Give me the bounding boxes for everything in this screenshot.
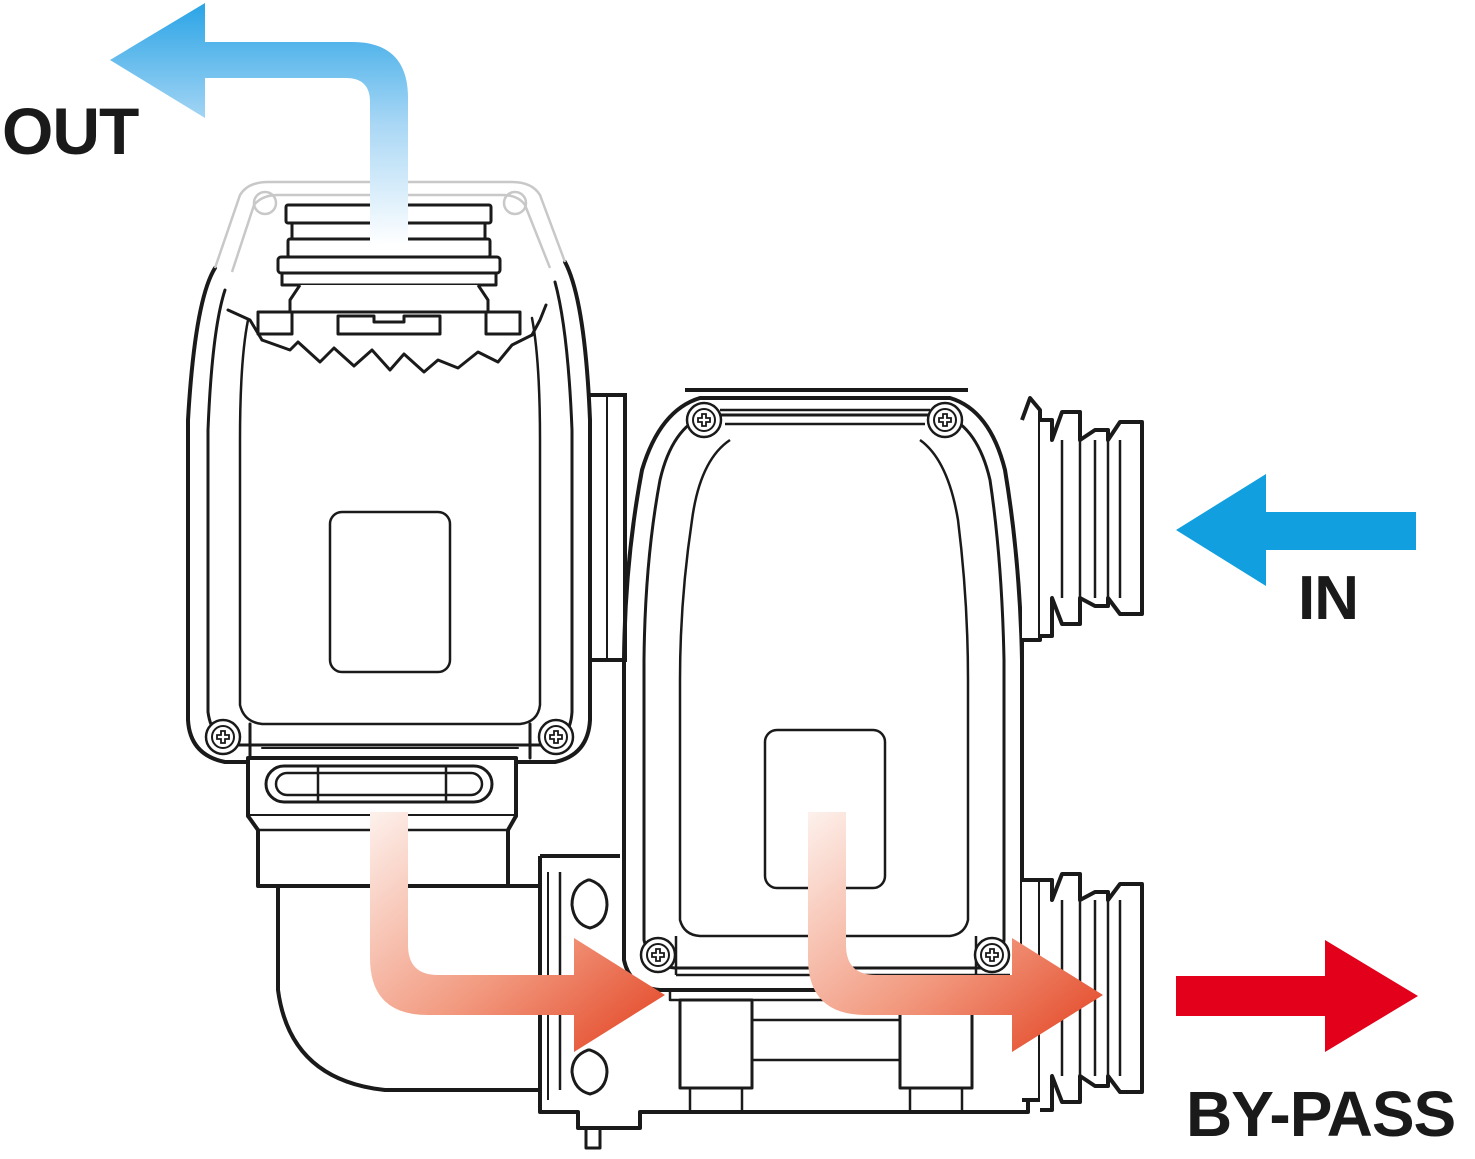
bypass-label: BY-PASS [1186,1078,1456,1150]
screw-icon [973,936,1011,974]
hot-flow-arrow-icon [808,812,1103,1052]
screw-icon [204,718,242,756]
curved-arrow-up-left-icon [110,3,408,245]
left-housing [186,260,592,764]
screw-icon [685,401,723,439]
hot-flow-arrow-icon [370,812,665,1052]
screw-icon [926,401,964,439]
outlet-fitting [256,203,522,336]
screw-icon [537,718,575,756]
out-label: OUT [2,94,139,168]
connector-duct [590,393,627,662]
elbow-pipe [276,884,540,1092]
screw-icon [639,936,677,974]
arrow-right-icon [1176,940,1418,1052]
in-label: IN [1298,564,1359,633]
arrow-left-icon [1176,474,1416,586]
